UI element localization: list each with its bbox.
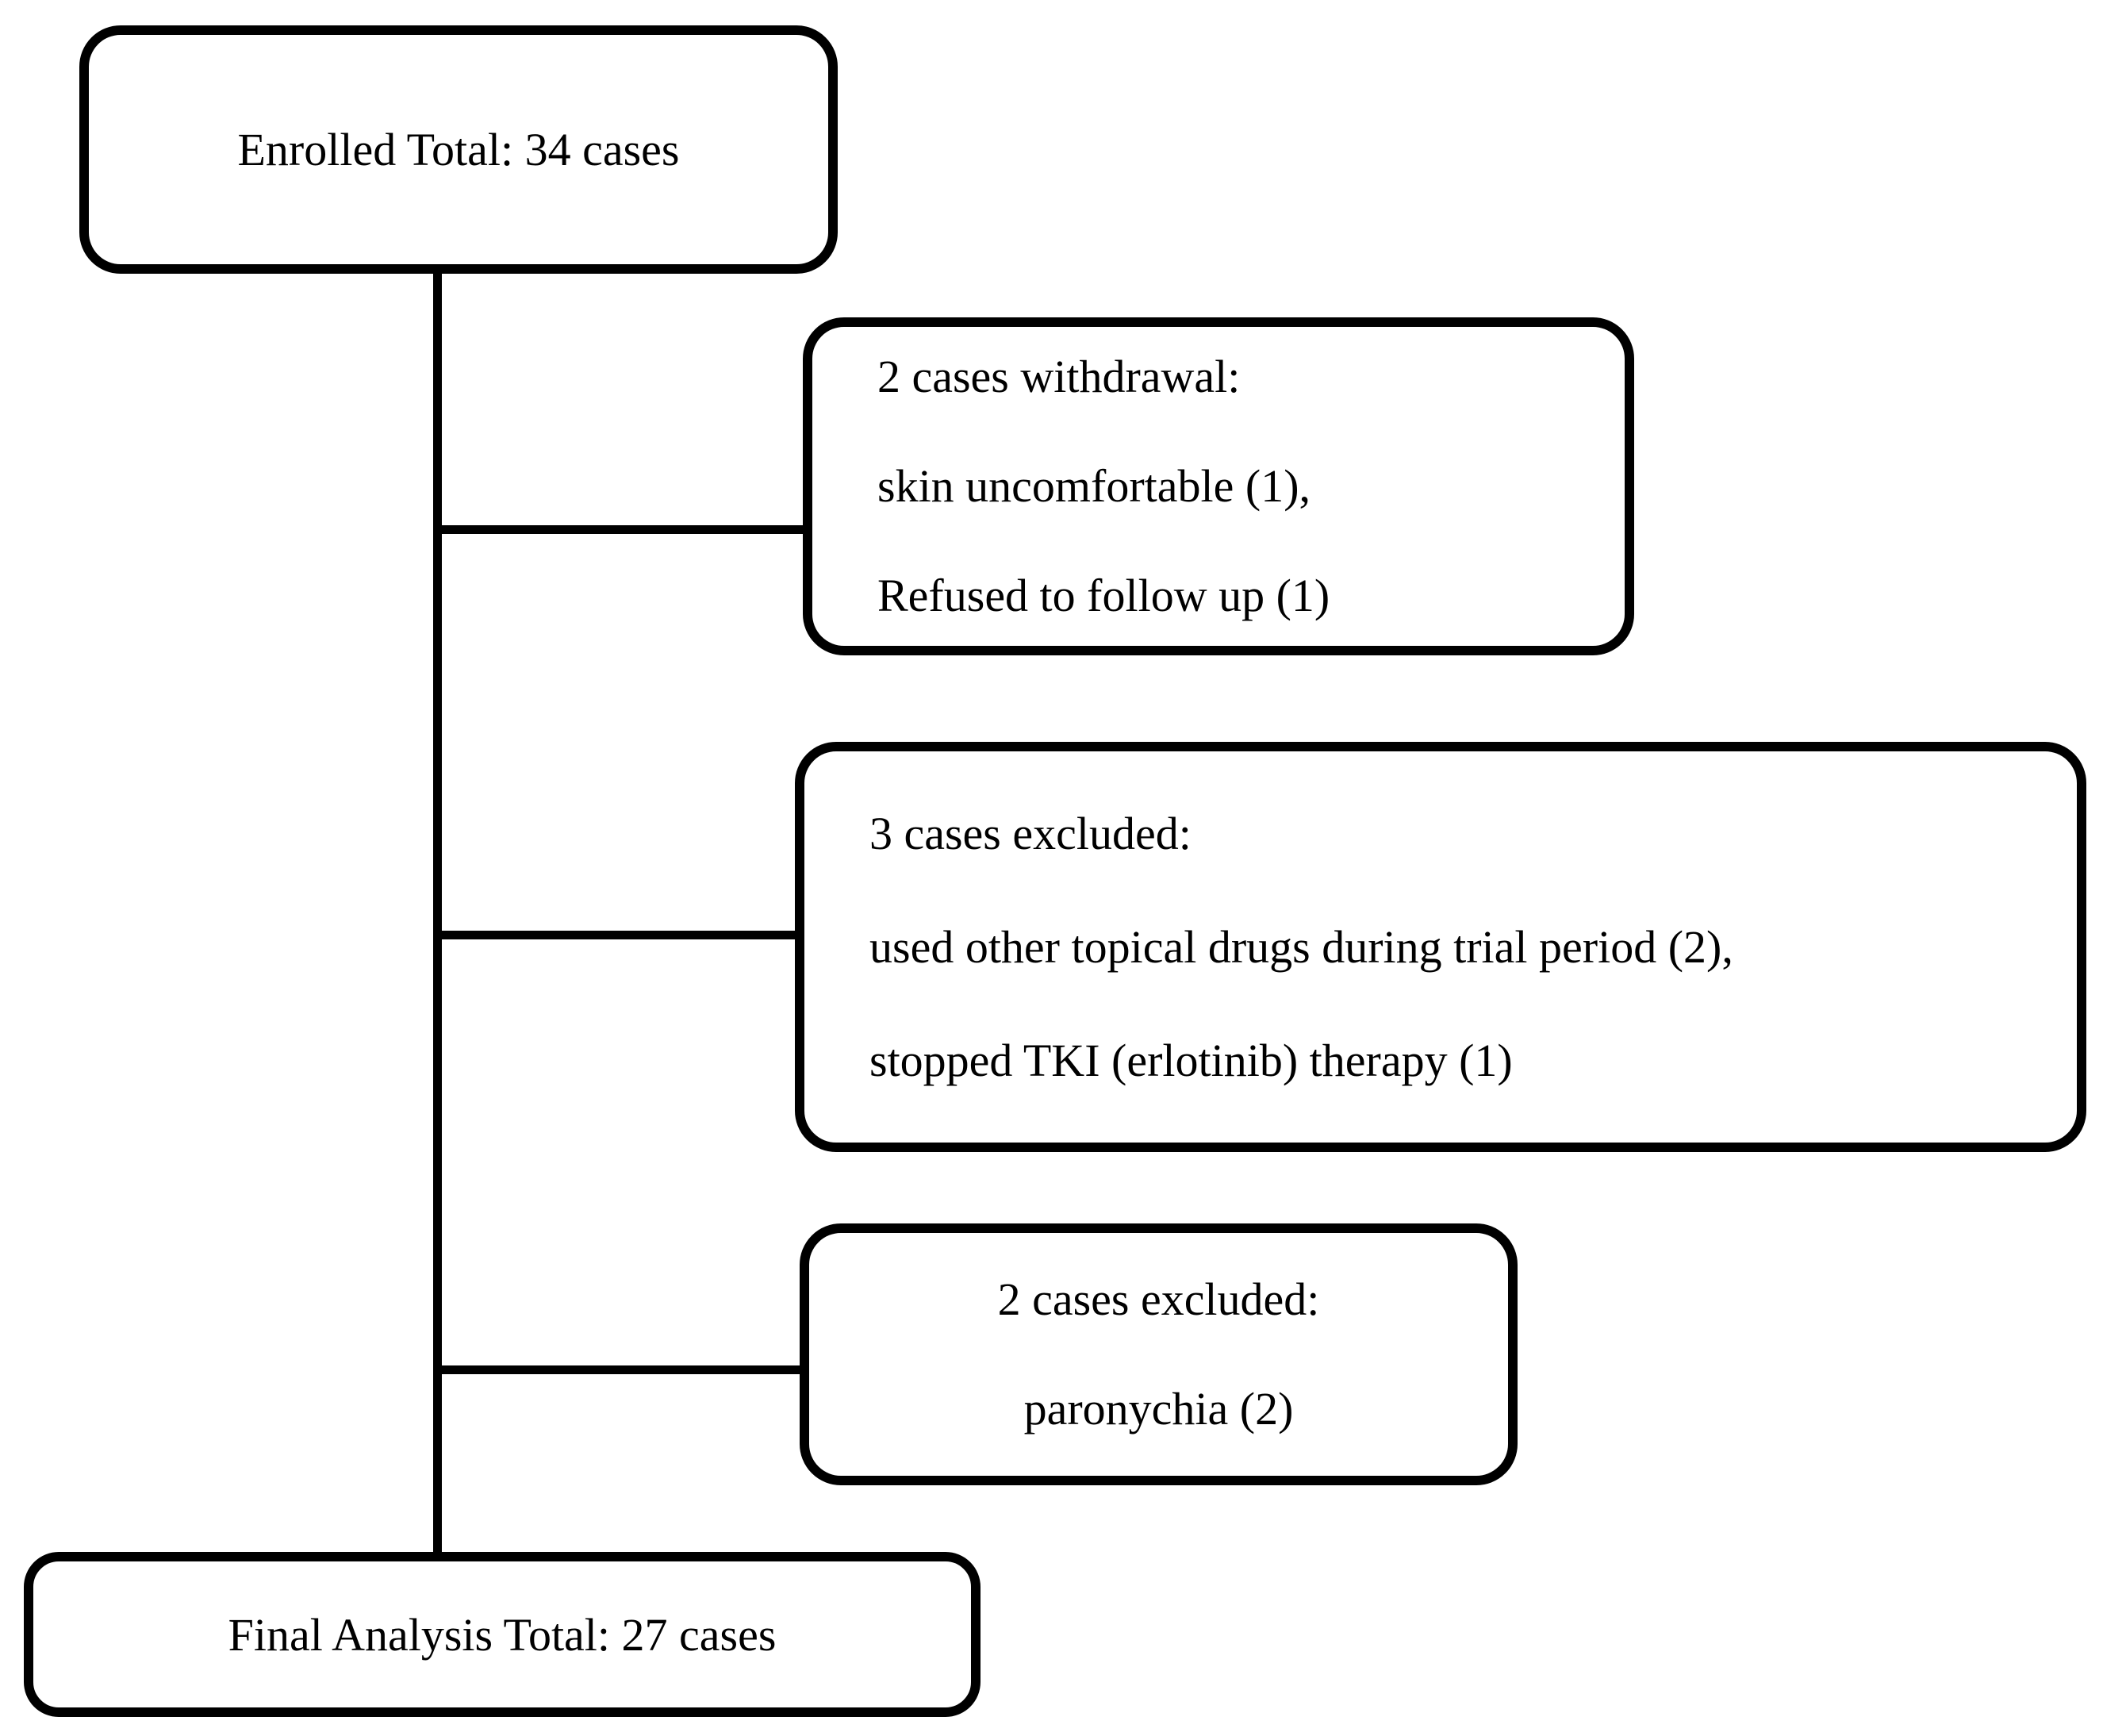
connector-branch-excluded-topical (433, 931, 804, 939)
connector-trunk-line (433, 270, 442, 1558)
flow-node-withdrawal: 2 cases withdrawal: skin uncomfortable (… (803, 317, 1634, 655)
withdrawal-reason-followup-text: Refused to follow up (1) (877, 570, 1330, 621)
enrolled-total-text: Enrolled Total: 34 cases (237, 124, 680, 175)
withdrawal-title-text: 2 cases withdrawal: (877, 351, 1241, 402)
connector-branch-excluded-paronychia (433, 1365, 809, 1374)
flow-node-final-analysis: Final Analysis Total: 27 cases (24, 1552, 981, 1717)
flow-node-enrolled-total: Enrolled Total: 34 cases (79, 25, 838, 274)
flow-node-excluded-topical: 3 cases excluded: used other topical dru… (795, 742, 2086, 1152)
excluded-topical-reason-tki-text: stopped TKI (erlotinib) therapy (1) (869, 1035, 1513, 1086)
flow-node-excluded-paronychia: 2 cases excluded: paronychia (2) (800, 1223, 1518, 1485)
excluded-topical-title-text: 3 cases excluded: (869, 808, 1192, 859)
excluded-paronychia-title-text: 2 cases excluded: (997, 1273, 1320, 1325)
excluded-topical-reason-drugs-text: used other topical drugs during trial pe… (869, 921, 1733, 973)
final-analysis-text: Final Analysis Total: 27 cases (228, 1608, 777, 1661)
excluded-paronychia-reason-text: paronychia (2) (1023, 1383, 1294, 1435)
connector-branch-withdrawal (433, 525, 812, 534)
withdrawal-reason-skin-text: skin uncomfortable (1), (877, 460, 1311, 512)
